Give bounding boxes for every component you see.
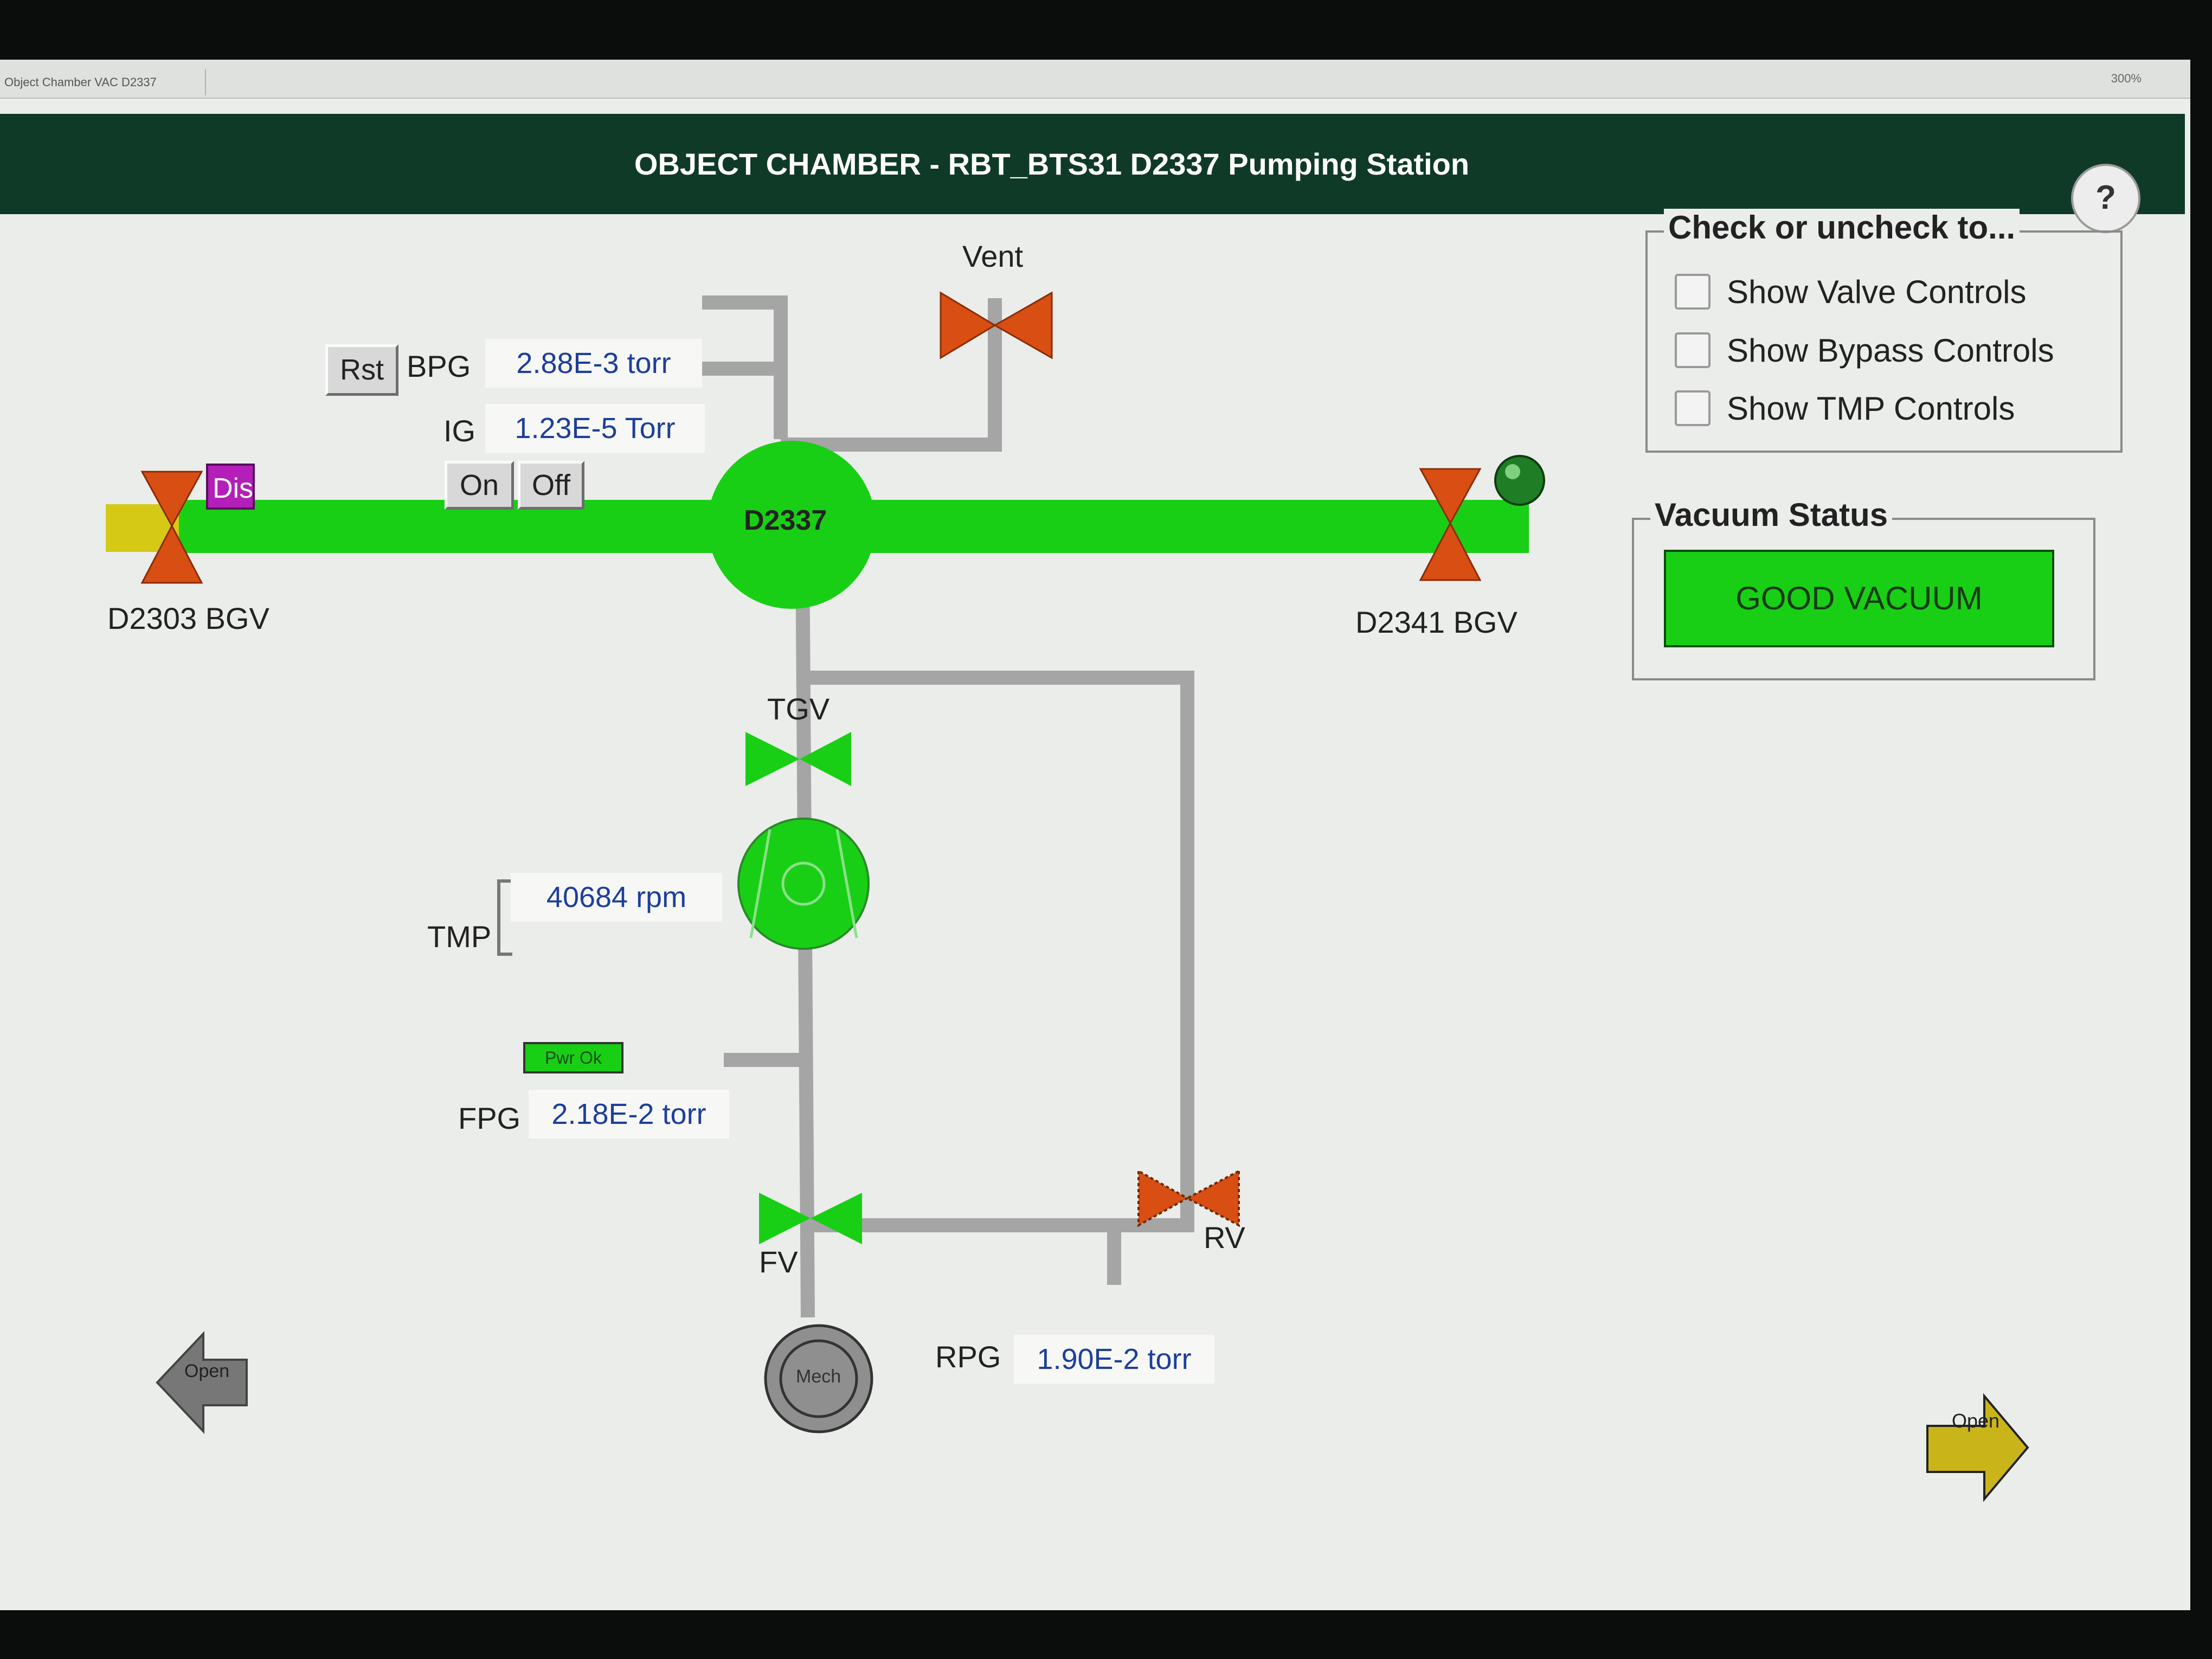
rpg-label: RPG	[935, 1340, 1001, 1374]
display-options-group: Check or uncheck to... Show Valve Contro…	[1645, 209, 2123, 453]
left-arrow-icon[interactable]	[156, 1330, 248, 1435]
app-window: Object Chamber VAC D2337 300% OBJECT CHA…	[0, 60, 2190, 1610]
left-valve-label: D2303 BGV	[107, 601, 269, 635]
left-gate-valve-d2303[interactable]	[140, 471, 203, 584]
vent-label: Vent	[962, 239, 1024, 273]
fpg-readout: 2.18E-2 torr	[529, 1090, 729, 1139]
vacuum-status-indicator: GOOD VACUUM	[1664, 550, 2054, 647]
ig-on-button[interactable]: On	[445, 461, 514, 510]
show-valve-controls-checkbox[interactable]	[1675, 274, 1711, 310]
bpg-label: BPG	[407, 349, 471, 383]
bypass-pipe	[797, 671, 1194, 1232]
left-arrow-label[interactable]: Open	[184, 1361, 230, 1381]
bpg-pipe	[702, 295, 788, 439]
page-header: OBJECT CHAMBER - RBT_BTS31 D2337 Pumping…	[0, 114, 2185, 233]
tab-bar: Object Chamber VAC D2337 300%	[0, 60, 2190, 99]
show-bypass-controls-checkbox[interactable]	[1675, 332, 1711, 368]
tmp-label: TMP	[427, 919, 492, 954]
tmp-bracket	[497, 879, 512, 956]
rv-label: RV	[1204, 1220, 1245, 1255]
turbo-pump[interactable]	[737, 818, 870, 950]
chamber-d2337[interactable]	[708, 441, 876, 609]
show-tmp-controls-label: Show TMP Controls	[1727, 390, 2015, 427]
mech-pump[interactable]	[764, 1324, 873, 1433]
tgv-valve[interactable]	[745, 732, 851, 786]
ig-label: IG	[443, 414, 476, 448]
tgv-label: TGV	[767, 692, 830, 726]
show-bypass-controls-label: Show Bypass Controls	[1727, 332, 2054, 369]
help-button[interactable]: ?	[2071, 164, 2140, 233]
ig-readout: 1.23E-5 Torr	[485, 404, 705, 453]
vacuum-status-title: Vacuum Status	[1650, 496, 1893, 533]
right-valve-label: D2341 BGV	[1355, 605, 1517, 639]
show-tmp-controls-checkbox[interactable]	[1675, 390, 1711, 426]
rv-valve[interactable]	[1137, 1169, 1240, 1227]
zoom-level: 300%	[2111, 72, 2142, 85]
disable-button[interactable]: Dis	[206, 464, 255, 510]
rpg-readout: 1.90E-2 torr	[1014, 1335, 1214, 1384]
bpg-readout: 2.88E-3 torr	[485, 339, 702, 388]
page-title: OBJECT CHAMBER - RBT_BTS31 D2337 Pumping…	[634, 147, 1470, 181]
right-arrow-icon[interactable]	[1926, 1393, 2029, 1502]
fpg-label: FPG	[458, 1101, 521, 1135]
fv-valve[interactable]	[759, 1193, 862, 1244]
tmp-rpm-readout: 40684 rpm	[511, 873, 722, 922]
status-led-indicator	[1494, 455, 1545, 506]
vent-pipe	[781, 298, 1002, 452]
display-options-title: Check or uncheck to...	[1664, 209, 2020, 246]
chamber-label: D2337	[744, 505, 827, 536]
bpg-reset-button[interactable]: Rst	[325, 344, 398, 396]
vent-valve[interactable]	[940, 291, 1053, 359]
ig-off-button[interactable]: Off	[518, 461, 584, 510]
pumping-schematic	[106, 291, 2029, 1502]
mech-label: Mech	[796, 1366, 841, 1387]
tab-object-chamber[interactable]: Object Chamber VAC D2337	[0, 69, 206, 95]
tmp-power-status: Pwr Ok	[523, 1042, 623, 1073]
show-valve-controls-label: Show Valve Controls	[1727, 274, 2027, 310]
right-gate-valve-d2341[interactable]	[1419, 468, 1482, 581]
vacuum-status-group: Vacuum Status GOOD VACUUM	[1632, 496, 2095, 680]
fv-label: FV	[759, 1245, 798, 1279]
right-arrow-label[interactable]: Open	[1952, 1410, 2000, 1432]
